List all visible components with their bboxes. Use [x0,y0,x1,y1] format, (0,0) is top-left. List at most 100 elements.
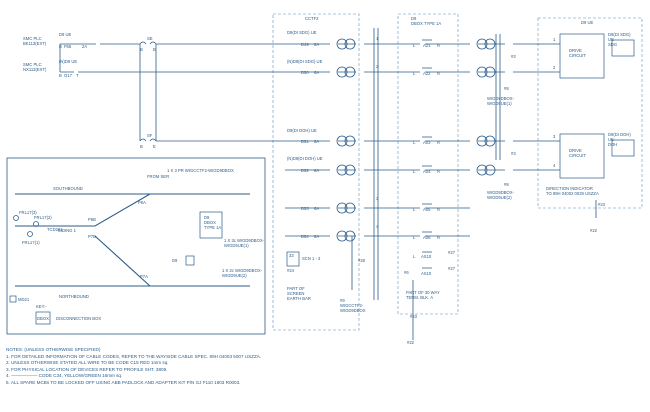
d9box-enclosure [397,13,459,315]
as10: AS10 [421,254,432,259]
6a-1: 6A [314,42,319,47]
bus-3: 3 [376,196,379,201]
n-d9-doh-ue: (N)D9(DI DOH) UE [287,156,323,161]
n-d9-ue-label: (N)D9 UE [59,59,77,64]
md21-box [9,295,17,303]
frl17-1: FRL17(1) [22,240,40,245]
p6b: P6B [88,217,96,222]
n27b: #27 [448,266,456,271]
signal-frl17-2 [33,221,39,227]
note-line: 1. FOR DETAILED INFORMATION OF CABLE COD… [6,353,262,359]
se-e: E [153,47,156,52]
bus-1: 1 [376,36,379,41]
scn-box [286,251,300,267]
a05: A05 [423,207,431,212]
sf-e: E [153,144,156,149]
drive-circuit-1 [559,33,605,79]
l7: L [413,254,416,259]
note-line: 3. FOR PHYSICAL LOCATION OF DEVICES REFE… [6,366,168,372]
n3: #3 [511,54,516,59]
d9-dbox-track [199,211,223,239]
track-panel [6,157,266,335]
r6: R [437,235,440,240]
siding-track [15,193,151,227]
cable-note: 1 X 3 PR WIGCCTF2-WIGD9DBOX [167,168,234,173]
n8b: #8 [504,182,509,187]
doh-indicator [611,139,635,157]
disc-box-label: DISCONNECTION BOX [56,316,101,321]
6a-2: 6A [314,70,319,75]
scn-label: SCN 1 - 3 [302,256,321,261]
bus-2: 2 [376,64,379,69]
a21: A21 [423,43,431,48]
n6: #6 [404,270,409,275]
d52: D52 [301,168,309,173]
cable-1: 1 X 3c WIGD9DBOX-WIGD9UE(1) [224,238,265,248]
scn-num: 33 [289,253,294,258]
d9-ue-right: D9 UE [581,20,594,25]
frl17-3: FRL17(3) [19,210,37,215]
r5: R [437,207,440,212]
r4: R [437,169,440,174]
6a-6: 6A [314,234,319,239]
cable-2: 1 X 2c WIGD9DBOX-WIGD9UE(2) [222,268,263,278]
signal-frl17-3 [13,215,19,221]
r3: R [437,140,440,145]
cctf2-title: CCTF2 [305,16,319,21]
se-b: B [140,47,143,52]
b-label: B [59,44,62,49]
sf-label: SF [147,133,153,138]
r1: R [437,43,440,48]
notes: NOTES: (UNLESS OTHERWISE SPECIFIED) 1. F… [6,347,261,387]
n23-right: #23 [598,202,606,207]
l1: L [413,43,416,48]
a04: A04 [423,169,431,174]
l4: L [413,169,416,174]
siding-label: SIDING 1 [58,228,77,233]
l2: L [413,71,416,76]
d51: D51 [301,139,309,144]
l3: L [413,140,416,145]
as10b: AS10 [421,271,432,276]
b-label-2: B [59,73,62,78]
d9-ue-label: D9 UE [59,32,72,37]
n22: #22 [407,340,415,345]
d9box-contacts [422,39,432,269]
l6: L [413,235,416,240]
a03: A03 [423,140,431,145]
d49: D49 [301,42,309,47]
md21-label: MD21 [18,297,30,302]
n28: #28 [358,258,366,263]
frl17-2: FRL17(2) [34,215,52,220]
t-label: T [76,73,79,78]
n24: #24 [287,268,295,273]
a22: A22 [423,71,431,76]
tcd201: TCD201 [47,227,63,232]
d9-doh-ue: D9(DI DOH) UE [287,128,317,133]
wigbox1: WIGD9DBOX-WIGD9UE(1) [487,96,515,106]
p7b: P7B [88,234,96,239]
n23: #23 [410,314,418,319]
f55-label: F55 [64,44,72,49]
from-ser: FROM SER [147,174,169,179]
d9-label: D9 [172,258,178,263]
n3b: #3 [511,151,516,156]
key-label: KEY:- [36,304,47,309]
d9-device [185,255,195,266]
note-line: 5. ALL SPARE MCBs TO BE LOCKED OFF USING… [6,379,241,385]
n-d9-sdg-ue: (N)D9(DI SDG) UE [287,59,323,64]
dbox-key: DBOX [37,316,49,321]
note-line: 2. UNLESS OTHERWISE STATED ALL WIRE TO B… [6,360,169,366]
southbound-label: SOUTHBOUND [53,186,83,191]
d53: D53 [301,206,309,211]
